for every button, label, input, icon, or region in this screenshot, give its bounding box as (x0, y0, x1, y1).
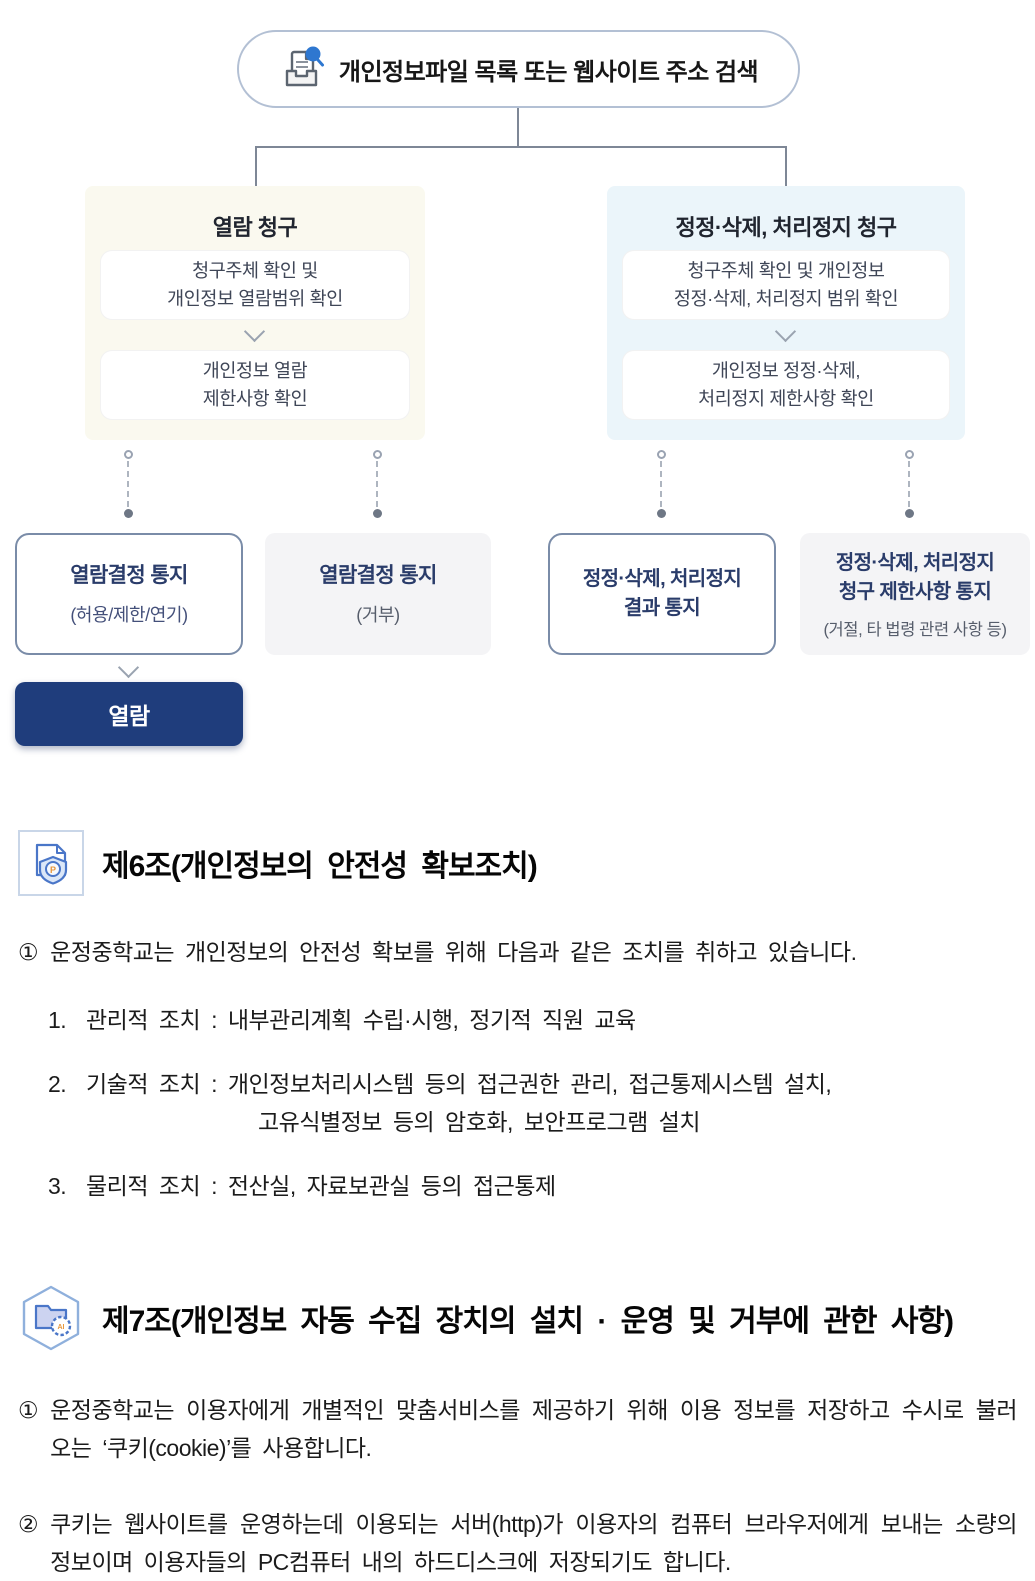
list-item: 3. 물리적 조치 : 전산실, 자료보관실 등의 접근통제 (48, 1172, 556, 1199)
outcome-title: 정정·삭제, 처리정지 결과 통지 (582, 568, 742, 619)
connector-line (255, 146, 787, 148)
branch-title: 열람 청구 (212, 215, 298, 240)
connector-line (785, 146, 787, 186)
correction-request-branch: 정정·삭제, 처리정지 청구 청구주체 확인 및 개인정보 정정·삭제, 처리정… (607, 186, 965, 440)
dotted-connector (371, 450, 383, 518)
view-button[interactable]: 열람 (15, 682, 243, 746)
dotted-connector (903, 450, 915, 518)
circled-number-marker: ① (18, 939, 39, 965)
section-7-heading-row: AI 제7조(개인정보 자동 수집 장치의 설치 · 운영 및 거부에 관한 사… (18, 1282, 1017, 1354)
search-step-node: 개인정보파일 목록 또는 웹사이트 주소 검색 (237, 30, 800, 108)
step-box: 개인정보 정정·삭제, 처리정지 제한사항 확인 (622, 350, 950, 420)
dotted-connector (122, 450, 134, 518)
svg-text:P: P (50, 865, 56, 875)
chevron-down-icon (774, 320, 797, 343)
outcome-title: 열람결정 통지 (319, 564, 437, 588)
circled-number-marker: ② (18, 1510, 39, 1537)
folder-gear-hexagon-icon: AI (18, 1282, 84, 1354)
section-6-measure-list: 1. 관리적 조치 : 내부관리계획 수립·시행, 정기적 직원 교육 2. 기… (48, 1002, 1017, 1206)
outcome-box-view-decision: 열람결정 통지 (허용/제한/연기) (15, 533, 243, 655)
connector-line (255, 146, 257, 186)
view-request-branch: 열람 청구 청구주체 확인 및 개인정보 열람범위 확인 개인정보 열람 제한사… (85, 186, 425, 440)
policy-text-content: P 제6조(개인정보의 안전성 확보조치) ① 운정중학교는 개인정보의 안전성… (0, 830, 1035, 1581)
circled-number-marker: ① (18, 1396, 39, 1423)
file-search-icon (279, 45, 325, 94)
privacy-request-flowchart: 개인정보파일 목록 또는 웹사이트 주소 검색 열람 청구 청구주체 확인 및 … (0, 0, 1035, 760)
outcome-subtitle: (거부) (356, 604, 400, 625)
section-6-paragraph-1: ① 운정중학교는 개인정보의 안전성 확보를 위해 다음과 같은 조치를 취하고… (18, 934, 1017, 972)
chevron-down-icon (243, 320, 266, 343)
connector-line (517, 108, 519, 147)
section-7-title: 제7조(개인정보 자동 수집 장치의 설치 · 운영 및 거부에 관한 사항) (102, 1304, 954, 1338)
section-7-paragraph-1: ① 운정중학교는 이용자에게 개별적인 맞춤서비스를 제공하기 위해 이용 정보… (18, 1392, 1017, 1468)
section-6-title: 제6조(개인정보의 안전성 확보조치) (102, 850, 538, 883)
svg-text:AI: AI (58, 1324, 65, 1331)
outcome-subtitle: (허용/제한/연기) (70, 604, 188, 625)
outcome-title: 열람결정 통지 (70, 564, 188, 588)
step-box: 개인정보 열람 제한사항 확인 (100, 350, 410, 420)
section-7-paragraph-2: ② 쿠키는 웹사이트를 운영하는데 이용되는 서버(http)가 이용자의 컴퓨… (18, 1506, 1017, 1581)
list-item: 1. 관리적 조치 : 내부관리계획 수립·시행, 정기적 직원 교육 (48, 1006, 636, 1033)
outcome-box-view-denied: 열람결정 통지 (거부) (265, 533, 491, 655)
branch-title: 정정·삭제, 처리정지 청구 (675, 215, 897, 240)
chevron-down-icon (117, 656, 140, 679)
outcome-title: 정정·삭제, 처리정지 청구 제한사항 통지 (835, 551, 995, 603)
shield-document-icon: P (18, 830, 84, 896)
dotted-connector (655, 450, 667, 518)
outcome-box-correction-result: 정정·삭제, 처리정지 결과 통지 (548, 533, 776, 655)
outcome-box-correction-restriction: 정정·삭제, 처리정지 청구 제한사항 통지 (거절, 타 법령 관련 사항 등… (800, 533, 1030, 655)
step-box: 청구주체 확인 및 개인정보 정정·삭제, 처리정지 범위 확인 (622, 250, 950, 320)
search-step-label: 개인정보파일 목록 또는 웹사이트 주소 검색 (338, 58, 759, 86)
list-item: 2. 기술적 조치 : 개인정보처리시스템 등의 접근권한 관리, 접근통제시스… (48, 1070, 832, 1135)
outcome-subtitle: (거절, 타 법령 관련 사항 등) (823, 620, 1007, 639)
section-6-heading-row: P 제6조(개인정보의 안전성 확보조치) (18, 830, 1017, 896)
step-box: 청구주체 확인 및 개인정보 열람범위 확인 (100, 250, 410, 320)
